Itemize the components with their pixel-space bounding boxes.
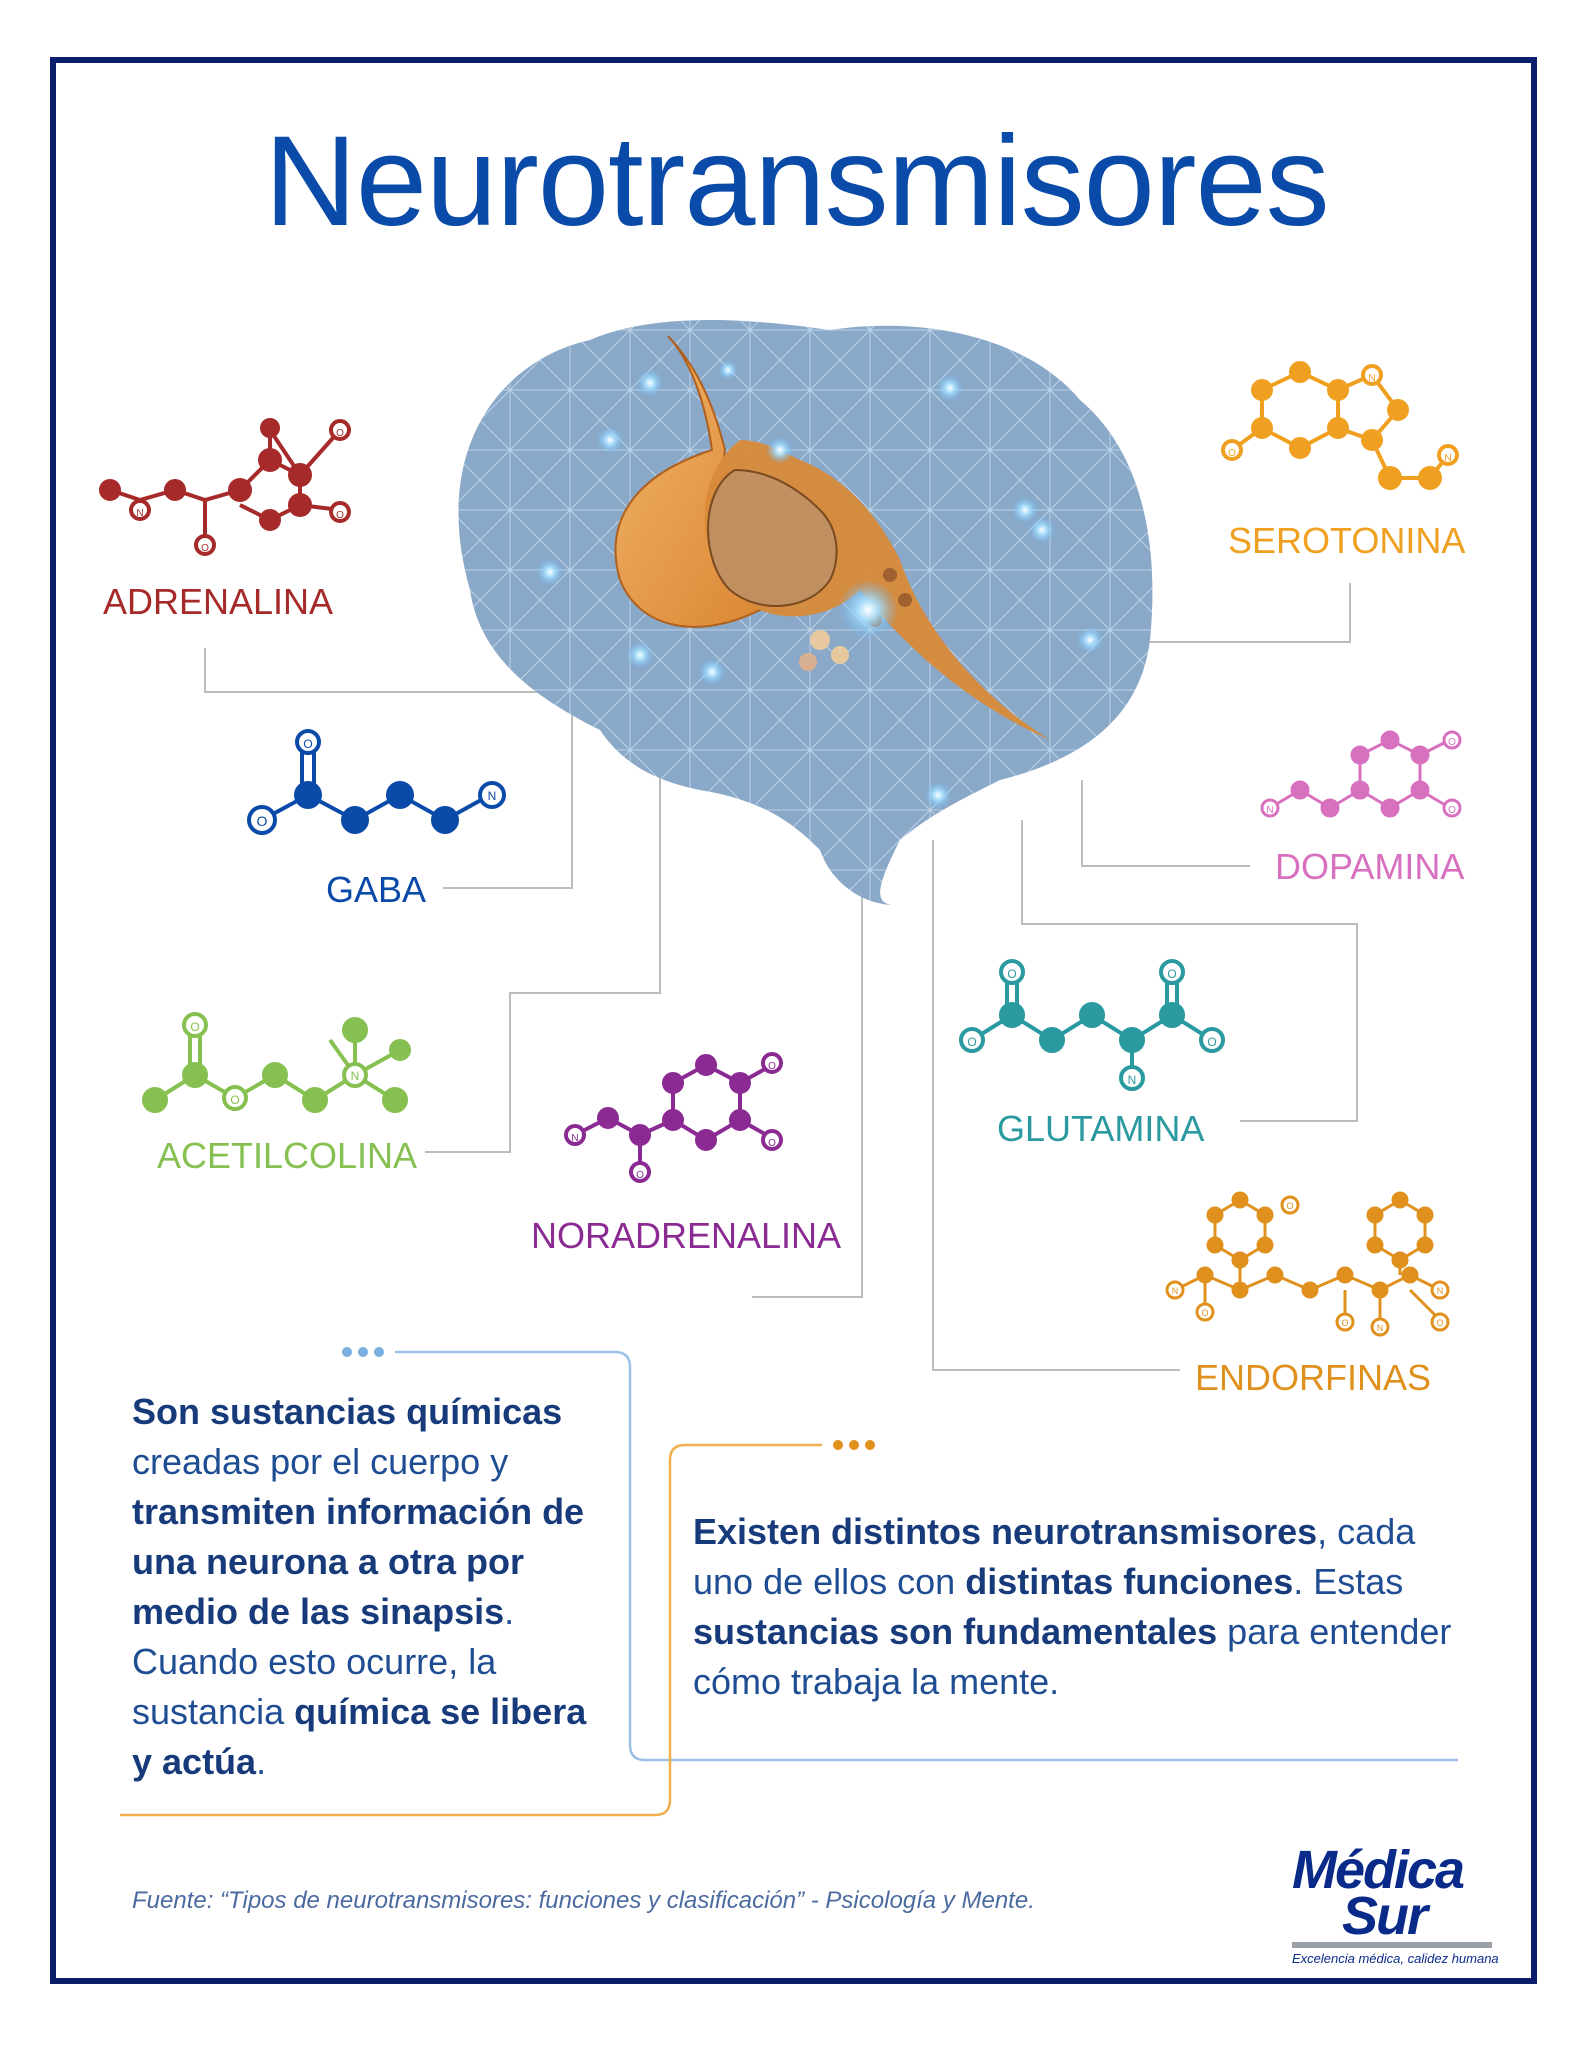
atom-label: N (1444, 453, 1451, 464)
atom-label: N (1437, 1286, 1444, 1296)
label-endorfinas: ENDORFINAS (1195, 1357, 1432, 1398)
molecule-serotonina (1221, 361, 1459, 490)
paragraph-types: Existen distintos neurotransmisores, cad… (693, 1511, 1452, 1702)
atom-label: O (1201, 1308, 1208, 1318)
atom-label: O (303, 737, 312, 751)
label-dopamina: DOPAMINA (1275, 846, 1465, 887)
atom-label: O (1436, 1318, 1443, 1328)
label-adrenalina: ADRENALINA (103, 581, 334, 622)
atom-label: N (1368, 373, 1375, 384)
page-title: Neurotransmisores (264, 110, 1329, 253)
label-gaba: GABA (326, 869, 427, 910)
paragraph2-decoration (120, 1440, 875, 1817)
atom-label: O (230, 1093, 239, 1107)
molecule-gaba (247, 729, 506, 835)
label-serotonina: SEROTONINA (1228, 520, 1466, 561)
atom-label: O (768, 1138, 776, 1149)
line-dopamina (1081, 780, 1250, 867)
atom-label: O (636, 1170, 644, 1181)
atom-label: O (1448, 805, 1456, 816)
atom-label: N (1266, 805, 1273, 816)
synapse-illustration (614, 335, 1050, 740)
molecule-noradrenalina (564, 1052, 783, 1183)
atom-label: O (1341, 1318, 1348, 1328)
atom-label: N (1377, 1323, 1384, 1333)
atom-label: N (351, 1069, 360, 1083)
atom-label: O (336, 428, 344, 439)
molecule-endorfinas (1165, 1191, 1450, 1337)
molecule-glutamina (959, 959, 1225, 1091)
line-adrenalina (204, 648, 600, 693)
line-acetilcolina (425, 760, 661, 1153)
line-endorfinas (932, 840, 1180, 1371)
atom-label: O (1286, 1201, 1293, 1211)
atom-label: O (1228, 448, 1236, 459)
atom-label: N (488, 789, 497, 803)
molecule-dopamina (1260, 730, 1462, 818)
atom-label: N (136, 508, 143, 519)
paragraph-definition: Son sustancias químicas creadas por el c… (132, 1391, 587, 1782)
source-citation: Fuente: “Tipos de neurotransmisores: fun… (132, 1887, 1035, 1914)
atom-label: N (1128, 1073, 1137, 1087)
label-glutamina: GLUTAMINA (997, 1108, 1205, 1149)
line-noradrenalina (752, 870, 863, 1298)
logo-bar (1292, 1941, 1492, 1948)
line-gaba (443, 690, 573, 889)
brain-illustration (458, 320, 1153, 905)
line-glutamina (1021, 820, 1358, 1122)
atom-label: O (1207, 1035, 1216, 1049)
label-acetilcolina: ACETILCOLINA (157, 1135, 418, 1176)
molecule-adrenalina (99, 418, 351, 556)
atom-label: O (1007, 967, 1016, 981)
atom-label: O (190, 1020, 199, 1034)
atom-label: O (336, 510, 344, 521)
molecule-acetilcolina (142, 1012, 411, 1113)
atom-label: O (1448, 737, 1456, 748)
logo-tagline: Excelencia médica, calidez humana (1292, 1950, 1499, 1966)
line-serotonina (1150, 583, 1351, 643)
atom-label: N (1172, 1286, 1179, 1296)
page-frame (50, 57, 1537, 1984)
atom-label: O (967, 1035, 976, 1049)
connector-lines (204, 583, 1358, 1371)
atom-label: O (257, 813, 268, 829)
paragraph1-decoration (342, 1347, 1458, 1762)
label-noradrenalina: NORADRENALINA (531, 1215, 842, 1256)
atom-label: O (201, 543, 209, 554)
atom-label: N (571, 1133, 578, 1144)
atom-label: O (1167, 967, 1176, 981)
atom-label: O (768, 1061, 776, 1072)
